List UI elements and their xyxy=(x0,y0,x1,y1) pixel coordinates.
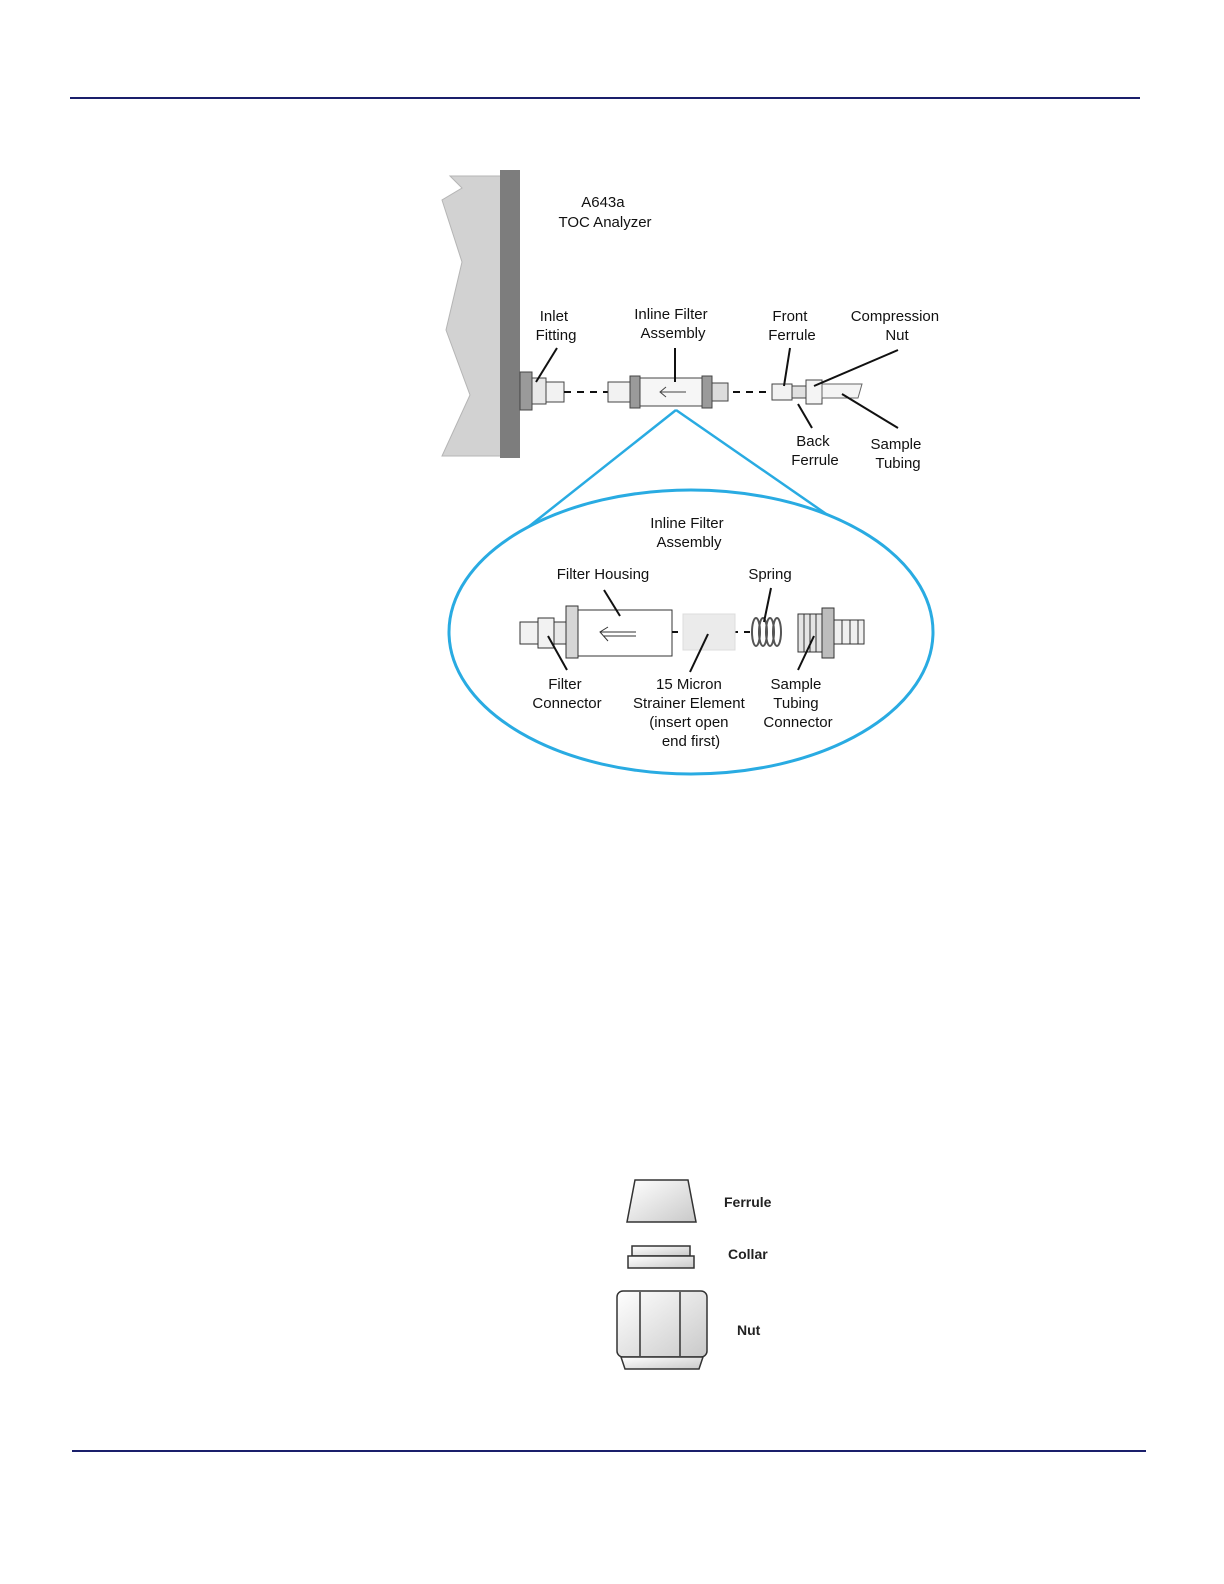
analyzer-wall xyxy=(442,176,502,456)
front-ferrule-label: Front Ferrule xyxy=(768,308,816,344)
tubing-connection-shape xyxy=(772,380,862,404)
collar-icon xyxy=(628,1246,694,1268)
back-ferrule-label: Back Ferrule xyxy=(791,433,839,469)
analyzer-panel xyxy=(500,170,520,458)
nut-legend-label: Nut xyxy=(737,1322,761,1338)
ferrule-icon xyxy=(627,1180,696,1222)
sample-tubing-connector-label: Sample Tubing Connector xyxy=(763,676,832,731)
inline-filter-assembly-label: Inline Filter Assembly xyxy=(634,306,712,342)
sample-tubing-label: Sample Tubing xyxy=(870,436,925,472)
inlet-fitting-label: Inlet Fitting xyxy=(536,308,577,344)
analyzer-label: A643a TOC Analyzer xyxy=(558,194,651,231)
inlet-fitting-shape xyxy=(520,372,564,410)
collar-legend-label: Collar xyxy=(728,1246,768,1262)
filter-housing-label: Filter Housing xyxy=(557,566,650,583)
compression-nut-label: Compression Nut xyxy=(851,308,944,344)
ferrule-legend-label: Ferrule xyxy=(724,1194,772,1210)
footer-rule xyxy=(72,1450,1146,1452)
spring-label: Spring xyxy=(748,566,791,583)
nut-icon xyxy=(617,1291,707,1369)
inline-filter-shape xyxy=(608,376,728,408)
detail-strainer-element-shape xyxy=(683,614,735,650)
inline-filter-diagram: A643a TOC Analyzer Inlet Fitting Inline … xyxy=(0,0,1224,800)
parts-legend-diagram: Ferrule Collar Nut xyxy=(600,1170,820,1380)
detail-filter-connector-shape xyxy=(520,618,566,648)
